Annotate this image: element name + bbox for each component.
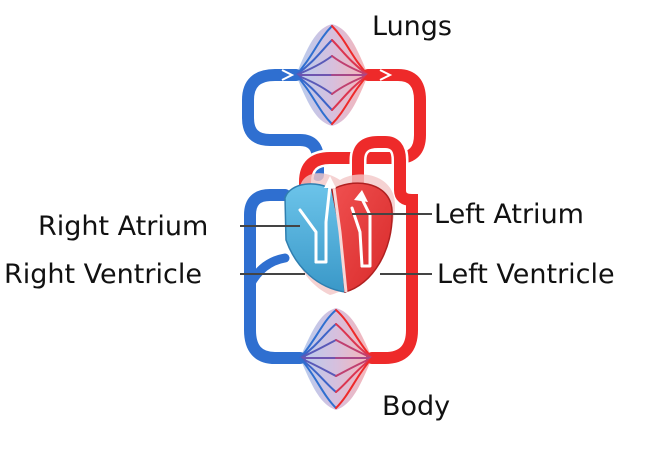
label-right-atrium: Right Atrium (38, 211, 208, 242)
body-capillaries (299, 308, 373, 410)
label-left-atrium: Left Atrium (434, 199, 584, 230)
label-left-ventricle: Left Ventricle (437, 259, 615, 290)
pulmonary-circuit (239, 66, 429, 199)
label-right-ventricle: Right Ventricle (4, 259, 202, 290)
heart (284, 173, 395, 295)
lung-capillaries (281, 24, 393, 126)
leader-lines (240, 213, 432, 275)
label-lungs: Lungs (372, 11, 452, 42)
left-heart (331, 182, 393, 293)
label-body: Body (382, 391, 450, 422)
systemic-circuit (241, 133, 421, 367)
